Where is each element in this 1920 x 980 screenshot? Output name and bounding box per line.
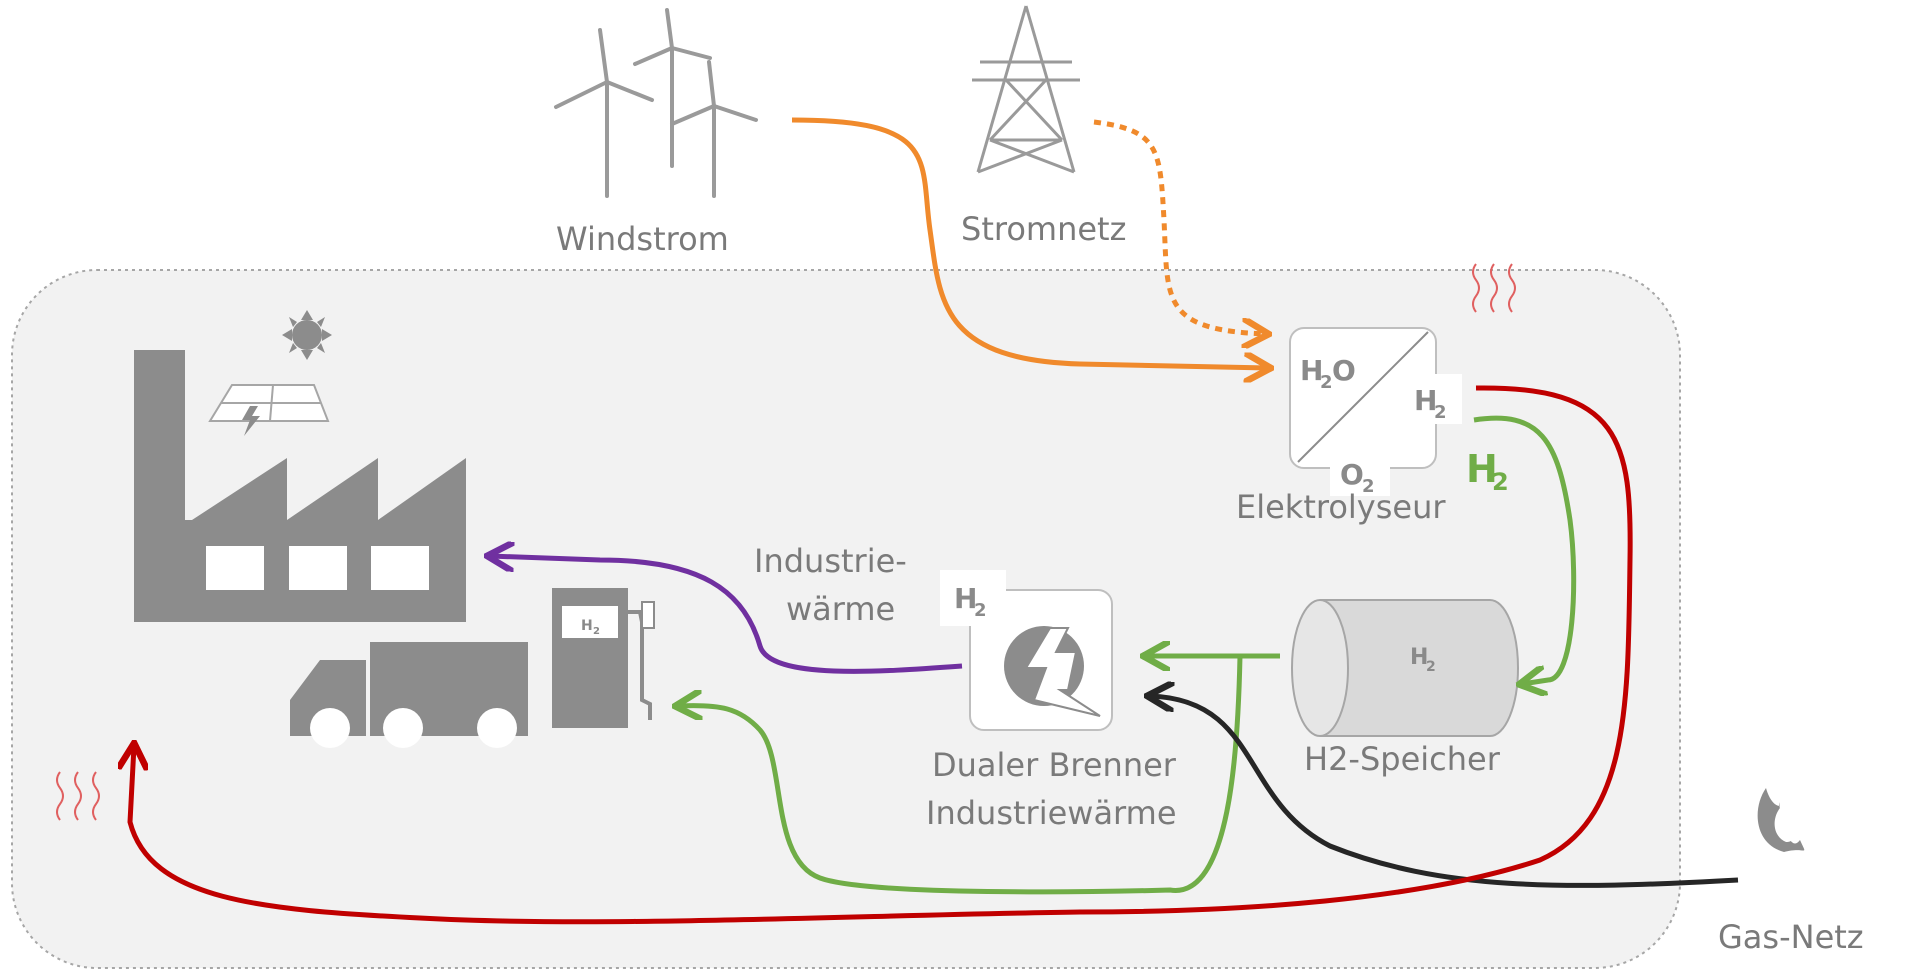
storage-to-fuel-pump-flow bbox=[678, 655, 1243, 895]
svg-text:H: H bbox=[581, 618, 593, 634]
solar-panel-icon bbox=[208, 384, 330, 436]
svg-text:H: H bbox=[1414, 384, 1437, 417]
brenner-label-line2: Industriewärme bbox=[926, 794, 1177, 832]
industrie-label-line2: wärme bbox=[786, 590, 895, 628]
o2-formula: O 2 bbox=[1340, 458, 1375, 497]
svg-text:O: O bbox=[1340, 458, 1364, 491]
factory-icon bbox=[134, 350, 466, 622]
h2o-formula: H 2 O bbox=[1300, 354, 1356, 393]
power-pylon-icon bbox=[972, 5, 1080, 174]
svg-text:2: 2 bbox=[1492, 468, 1509, 496]
brenner-label-line1: Dualer Brenner bbox=[932, 746, 1177, 784]
stromnetz-label: Stromnetz bbox=[961, 210, 1126, 248]
wind-turbine-icon bbox=[554, 8, 758, 198]
svg-text:2: 2 bbox=[974, 600, 987, 621]
burner-to-factory-heat-flow bbox=[490, 556, 963, 674]
svg-text:H: H bbox=[1300, 354, 1323, 387]
sun-icon bbox=[282, 310, 332, 360]
h2-storage-tank-icon bbox=[1291, 599, 1519, 737]
svg-text:2: 2 bbox=[1362, 476, 1375, 497]
h2-green-label: H 2 bbox=[1466, 447, 1509, 496]
svg-text:2: 2 bbox=[1434, 402, 1447, 423]
svg-text:2: 2 bbox=[1320, 372, 1333, 393]
h2-storage-formula: H 2 bbox=[1410, 645, 1436, 675]
svg-text:2: 2 bbox=[1426, 659, 1436, 675]
electrolyser-to-storage-flow bbox=[1473, 415, 1577, 684]
heat-waves-icon bbox=[1472, 263, 1516, 313]
h2-out-formula: H 2 bbox=[1414, 384, 1447, 423]
svg-text:H: H bbox=[1410, 645, 1428, 670]
svg-text:H: H bbox=[1466, 447, 1498, 491]
windstrom-label: Windstrom bbox=[556, 220, 729, 258]
plant-boundary-panel bbox=[11, 269, 1681, 969]
wind-to-electrolyser-flow bbox=[791, 117, 1268, 368]
elektrolyseur-label: Elektrolyseur bbox=[1236, 488, 1446, 526]
gas-netz-label: Gas-Netz bbox=[1718, 918, 1864, 956]
burner-h2-formula: H 2 bbox=[954, 582, 987, 621]
svg-text:2: 2 bbox=[593, 626, 600, 637]
electrolyser-box bbox=[1289, 327, 1462, 496]
electrolyser-heat-to-factory-flow bbox=[130, 385, 1633, 925]
industrie-label-line1: Industrie- bbox=[754, 542, 907, 580]
truck-icon bbox=[290, 642, 528, 748]
h2-speicher-label: H2-Speicher bbox=[1304, 740, 1501, 778]
svg-text:H: H bbox=[954, 582, 977, 615]
heat-waves-icon bbox=[56, 771, 100, 821]
gas-to-burner-flow bbox=[1150, 696, 1739, 888]
fuel-pump-icon: H 2 bbox=[552, 588, 655, 728]
burner-icon bbox=[940, 570, 1113, 731]
svg-text:O: O bbox=[1332, 354, 1356, 387]
flame-icon bbox=[1757, 776, 1805, 852]
